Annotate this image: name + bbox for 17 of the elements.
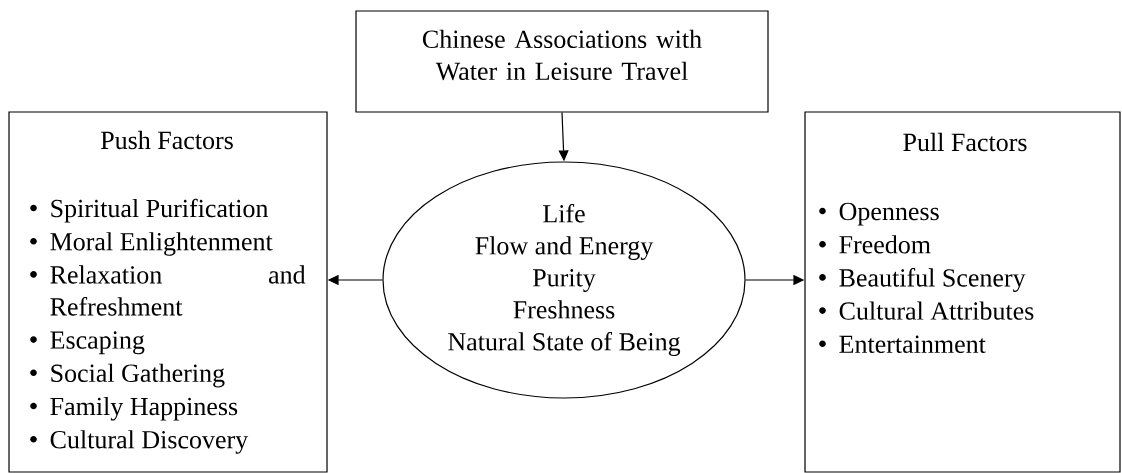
bullet-item: Family Happiness	[30, 396, 238, 421]
bullet-item: Entertainment	[819, 335, 986, 354]
bullet-item: Spiritual Purification	[30, 198, 269, 223]
box-heading: Pull Factors	[903, 132, 1027, 152]
bullet-item: Moral Enlightenment	[30, 232, 273, 256]
factor-box	[8, 111, 328, 473]
bullet-item: Social Gathering	[30, 363, 225, 388]
bullet-item: Relaxation and Refreshment	[30, 265, 306, 316]
bullet-item: Cultural Attributes	[819, 301, 1034, 320]
bullet-item: Beautiful Scenery	[819, 268, 1026, 292]
bullet-item: Cultural Discovery	[30, 430, 249, 454]
bullet-item: Escaping	[30, 331, 145, 355]
bullet-item: Freedom	[819, 235, 931, 254]
bullet-item: Openness	[819, 202, 939, 226]
box-heading: Push Factors	[100, 130, 233, 150]
title-box: Chinese Associations with Water in Leisure Travel	[355, 10, 769, 113]
factor-box	[804, 111, 1121, 473]
